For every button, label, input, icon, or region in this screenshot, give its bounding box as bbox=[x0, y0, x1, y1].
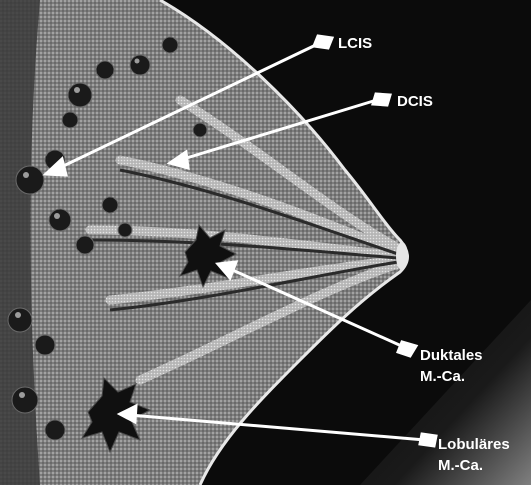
label-duktales-line1: Duktales bbox=[420, 347, 483, 364]
nipple bbox=[396, 242, 408, 270]
label-lcis: LCIS bbox=[338, 35, 372, 52]
label-dcis: DCIS bbox=[397, 93, 433, 110]
label-lobulares-line2: M.-Ca. bbox=[438, 457, 483, 474]
arrow-dcis-tail bbox=[373, 94, 390, 105]
label-duktales-line2: M.-Ca. bbox=[420, 368, 465, 385]
label-lobulares-line1: Lobuläres bbox=[438, 436, 510, 453]
arrow-lobulares-tail bbox=[420, 434, 436, 446]
arrow-lcis-tail bbox=[314, 36, 332, 48]
